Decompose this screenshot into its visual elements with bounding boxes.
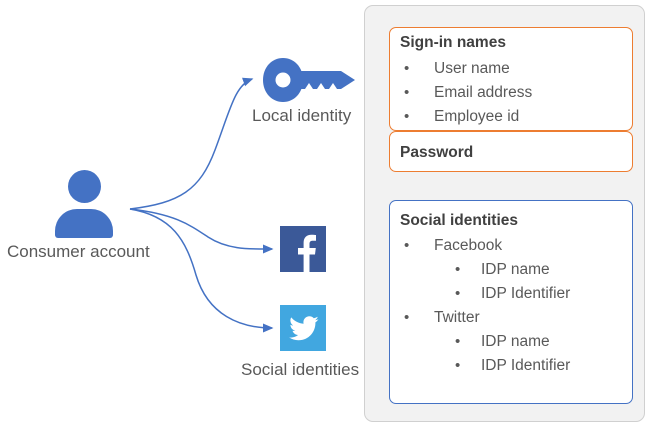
bullet-glyph: • — [404, 309, 410, 326]
bullet-glyph: • — [404, 84, 410, 101]
list-item: • Twitter — [404, 310, 480, 326]
list-item-label: Email address — [434, 84, 533, 101]
sign-in-names-box — [389, 27, 633, 131]
bullet-glyph: • — [455, 357, 461, 374]
bullet-glyph: • — [455, 261, 461, 278]
bullet-glyph: • — [455, 333, 461, 350]
list-item: • IDP Identifier — [455, 286, 570, 302]
list-item: • Employee id — [404, 109, 519, 125]
list-item-label: IDP name — [481, 261, 550, 278]
bullet-glyph: • — [404, 60, 410, 77]
password-box — [389, 131, 633, 172]
facebook-icon — [280, 226, 326, 272]
list-item: • Facebook — [404, 238, 502, 254]
list-item: • IDP name — [455, 334, 550, 350]
sign-in-names-title: Sign-in names — [400, 34, 506, 51]
list-item-label: Facebook — [434, 237, 503, 254]
list-item: • IDP name — [455, 262, 550, 278]
arrow-to-twitter — [129, 208, 274, 333]
list-item-label: User name — [434, 60, 510, 77]
list-item-label: IDP Identifier — [481, 357, 571, 374]
bullet-glyph: • — [404, 108, 410, 125]
password-title: Password — [400, 144, 474, 161]
bullet-glyph: • — [404, 237, 410, 254]
list-item: • IDP Identifier — [455, 358, 570, 374]
list-item-label: Twitter — [434, 309, 480, 326]
list-item-label: IDP Identifier — [481, 285, 571, 302]
person-body-shape — [55, 209, 113, 238]
list-item-label: Employee id — [434, 108, 520, 125]
social-identities-title: Social identities — [400, 212, 519, 229]
social-identities-label: Social identities — [241, 360, 360, 379]
consumer-account-label: Consumer account — [7, 242, 150, 261]
person-icon — [55, 170, 113, 238]
twitter-icon — [280, 305, 326, 351]
person-head-shape — [68, 170, 101, 203]
key-icon — [263, 58, 355, 102]
list-item: • User name — [404, 61, 510, 77]
social-identities-box — [389, 200, 633, 404]
arrow-to-local-identity — [129, 77, 254, 210]
local-identity-label: Local identity — [252, 106, 352, 125]
bullet-glyph: • — [455, 285, 461, 302]
arrow-to-facebook — [129, 208, 274, 254]
list-item: • Email address — [404, 85, 532, 101]
list-item-label: IDP name — [481, 333, 550, 350]
